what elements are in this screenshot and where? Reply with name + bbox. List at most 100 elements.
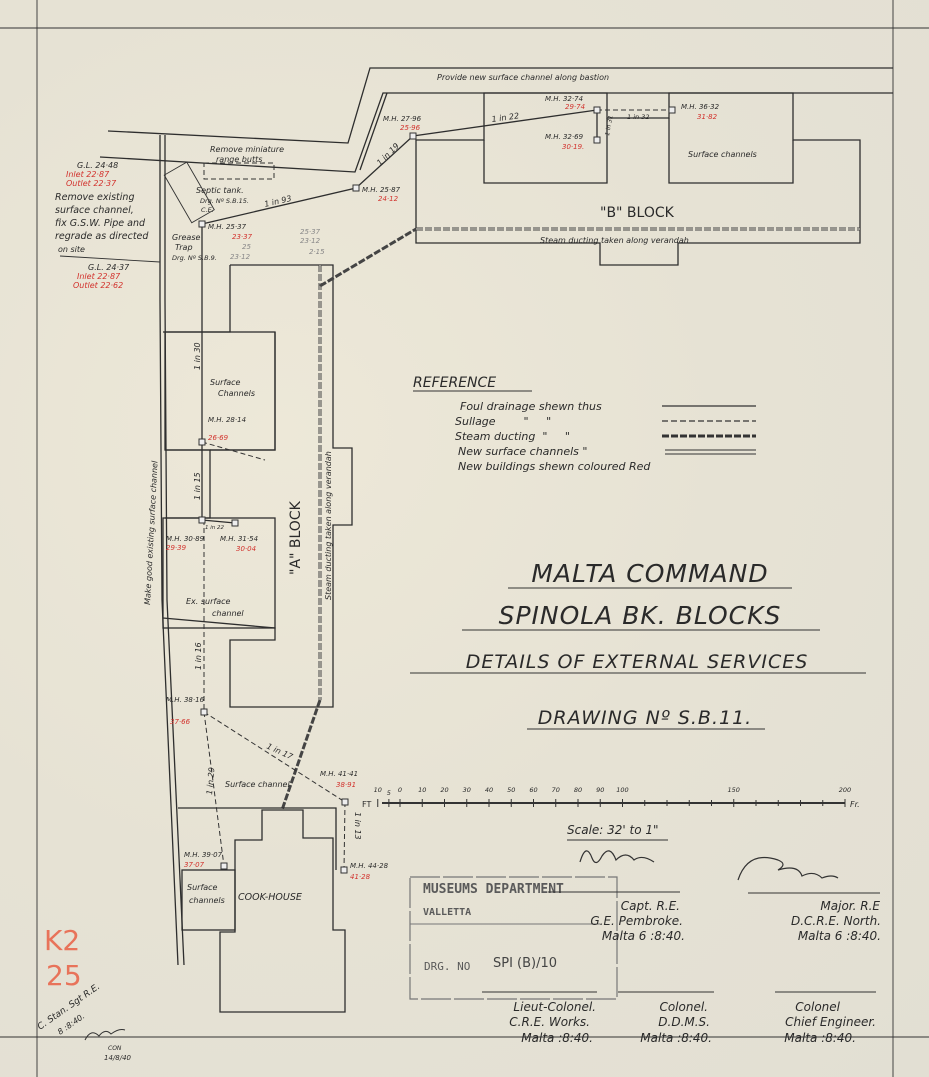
a-block-outline	[162, 227, 417, 811]
note-cook-channels-1: Surface	[187, 883, 218, 892]
signature-date: Malta 6 :8:40.	[798, 929, 881, 943]
manhole-labels: M.H. 25·37 23·37 M.H. 25·87 24·12 M.H. 2…	[166, 95, 720, 881]
note-make-good: Make good existing surface channel	[143, 460, 160, 605]
scale-tick-label: 100	[616, 786, 628, 794]
manhole-label: M.H. 38·16	[166, 696, 205, 704]
level-outlet2: Outlet 22·62	[73, 281, 123, 290]
note-cook-channels-2: channels	[189, 896, 225, 905]
signature-date: Malta 6 :8:40.	[602, 929, 685, 943]
manhole-label: M.H. 30·89	[166, 535, 205, 543]
scale-unit-left: FT	[362, 800, 371, 809]
notes: Provide new surface channel along bastio…	[55, 73, 757, 905]
note-remove-5: on site	[58, 245, 85, 254]
checker-signature	[84, 1029, 126, 1041]
pencil-note-4: 25	[242, 243, 251, 251]
note-ex-surface-2: channel	[212, 609, 244, 618]
legend-steam: Steam ducting " "	[455, 430, 570, 443]
legend-new-buildings: New buildings shewn coloured Red	[458, 460, 651, 473]
manhole-label: M.H. 25·87	[362, 186, 401, 194]
manhole-invert: 30·04	[236, 545, 256, 553]
b-block-outline	[415, 92, 861, 266]
signature-date: Malta :8:40.	[521, 1031, 593, 1045]
manhole-invert: 29·39	[166, 544, 187, 552]
gradient-label: 1 in 31	[604, 115, 614, 137]
scale-tick-label: 150	[728, 786, 740, 794]
scale-tick-label: 70	[552, 786, 560, 794]
stamp-line-2: VALLETTA	[423, 907, 471, 918]
scale-label: Scale: 32' to 1"	[567, 823, 659, 837]
note-remove-1: Remove existing	[55, 192, 134, 203]
note-septic-1: Septic tank.	[196, 186, 244, 195]
manhole-label: M.H. 41·41	[320, 770, 358, 778]
note-ex-surface-1: Ex. surface	[186, 597, 231, 606]
signature-rank: Major. R.E	[820, 899, 880, 913]
signature-post: Chief Engineer.	[785, 1015, 876, 1029]
scale-unit-right: Fr.	[850, 800, 860, 809]
scale-tick-label: 5	[387, 789, 391, 797]
signature-captain	[579, 850, 655, 864]
level-inlet2: Inlet 22·87	[77, 272, 121, 281]
b-block-label: "B" BLOCK	[600, 205, 675, 221]
manhole-label: M.H. 36·32	[681, 103, 720, 111]
manhole-invert: 37·66	[170, 718, 191, 726]
manhole-label: M.H. 39·07	[184, 851, 223, 859]
manhole-label: M.H. 32·69	[545, 133, 584, 141]
manhole-invert: 26·69	[208, 434, 229, 442]
stamp-drg-value: SPI (B)/10	[493, 956, 557, 971]
pencil-note-5: 23·12	[230, 253, 251, 261]
signature-date: Malta :8:40.	[784, 1031, 856, 1045]
legend-sullage: Sullage " "	[455, 415, 551, 428]
signature-post: C.R.E. Works.	[509, 1015, 590, 1029]
gradient-label: 1 in 13	[353, 812, 362, 840]
gradient-label: 1 in 16	[194, 642, 203, 670]
checker-date: 14/8/40	[104, 1054, 132, 1062]
manhole-label: M.H. 28·14	[208, 416, 246, 424]
legend-foul: Foul drainage shewn thus	[460, 400, 602, 413]
note-remove-2: surface channel,	[55, 205, 134, 216]
level-gl2: G.L. 24·37	[88, 263, 130, 272]
scale-tick-label: 20	[440, 786, 448, 794]
reference-heading: REFERENCE	[413, 375, 496, 391]
drawing-number: DRAWING Nº S.B.11.	[538, 707, 752, 729]
note-a-surface-1: Surface	[210, 378, 241, 387]
manhole-invert: 30·19.	[562, 143, 584, 151]
pencil-note-1: 25·37	[300, 228, 321, 236]
margin-annotations: K2 25 C. Stan. Sgt R.E. 8 :8:40. CON 14/…	[36, 924, 132, 1062]
manhole-invert: 31·82	[697, 113, 718, 121]
manhole-invert: 41·28	[350, 873, 371, 881]
manhole-label: M.H. 27·96	[383, 115, 422, 123]
title-line-3: DETAILS OF EXTERNAL SERVICES	[466, 651, 809, 673]
manhole-invert: 25·96	[400, 124, 421, 132]
note-grease-3: Drg. Nº S.B.9.	[172, 254, 217, 262]
manhole-label: M.H. 25·37	[208, 223, 247, 231]
cook-house-outline	[178, 807, 346, 1013]
pencil-note-3: 2·15	[309, 248, 325, 256]
signature-block: Capt. R.E. G.E. Pembroke. Malta 6 :8:40.…	[482, 850, 881, 1045]
level-inlet1: Inlet 22·87	[66, 170, 110, 179]
level-outlet1: Outlet 22·37	[66, 179, 117, 188]
gradient-label: 1 in 17	[265, 742, 295, 762]
gradient-label: 1 in 32	[627, 113, 649, 121]
note-a-surface-2: Channels	[218, 389, 255, 398]
scale-tick-label: 30	[463, 786, 471, 794]
note-grease-1: Grease	[172, 233, 200, 242]
gradient-label: 1 in 29	[205, 767, 216, 795]
scale-tick-label: 200	[839, 786, 851, 794]
red-mark-k2: K2	[44, 924, 80, 957]
signature-post: G.E. Pembroke.	[590, 914, 683, 928]
manhole-invert: 38·91	[336, 781, 356, 789]
signature-post: D.C.R.E. North.	[791, 914, 881, 928]
stamp-drg-label: DRG. NO	[424, 960, 470, 973]
note-cook-surface: Surface channel	[225, 780, 290, 789]
note-range-butts-2: range butts	[216, 155, 262, 164]
signature-post: D.D.M.S.	[658, 1015, 710, 1029]
gradient-labels: 1 in 93 1 in 19 1 in 22 1 in 32 1 in 31 …	[193, 111, 649, 839]
a-block-label: "A" BLOCK	[288, 500, 304, 575]
drainage-lines	[163, 106, 676, 874]
gradient-label: 1 in 15	[193, 472, 202, 500]
note-b-steam: Steam ducting taken along verandah	[540, 236, 689, 245]
manhole-label: M.H. 31·54	[220, 535, 258, 543]
title-line-1: MALTA COMMAND	[531, 559, 768, 588]
